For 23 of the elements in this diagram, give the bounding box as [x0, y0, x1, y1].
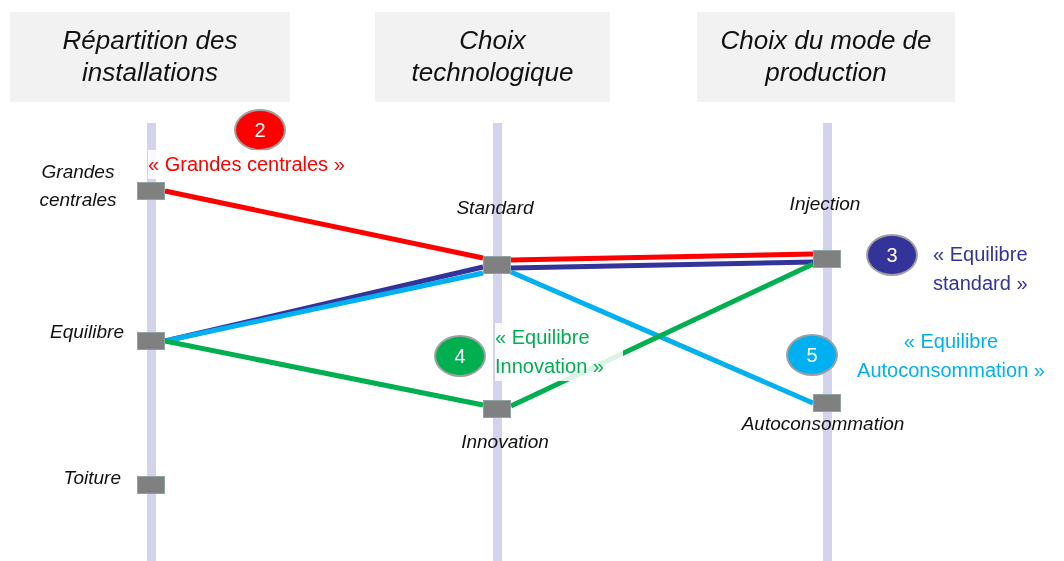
- header-text: Choix technologique: [410, 25, 575, 89]
- node-label: Grandes centrales: [38, 160, 118, 212]
- node-label: Standard: [456, 196, 534, 220]
- node-label: Equilibre: [50, 320, 124, 344]
- number-circle: [866, 234, 918, 276]
- connector-line: [510, 251, 814, 263]
- node-label: Autoconsommation: [741, 412, 905, 436]
- number-circle: [434, 335, 486, 377]
- scenario-label: « Equilibre Innovation »: [495, 323, 623, 381]
- circle-number: 2: [254, 118, 266, 142]
- node-label: Toiture: [63, 466, 121, 490]
- header-text: Choix du mode de production: [719, 25, 933, 89]
- circle-number: 3: [886, 243, 898, 267]
- connector-line: [164, 338, 484, 408]
- connector-line: [164, 188, 484, 261]
- circle-number: 5: [806, 343, 818, 367]
- number-circle: [234, 109, 286, 151]
- number-circle: [786, 334, 838, 376]
- node-label: Innovation: [461, 430, 549, 454]
- node-label: Injection: [789, 192, 861, 216]
- connector-line: [510, 259, 814, 271]
- header-text: Répartition des installations: [61, 25, 239, 89]
- circle-number: 4: [454, 344, 466, 368]
